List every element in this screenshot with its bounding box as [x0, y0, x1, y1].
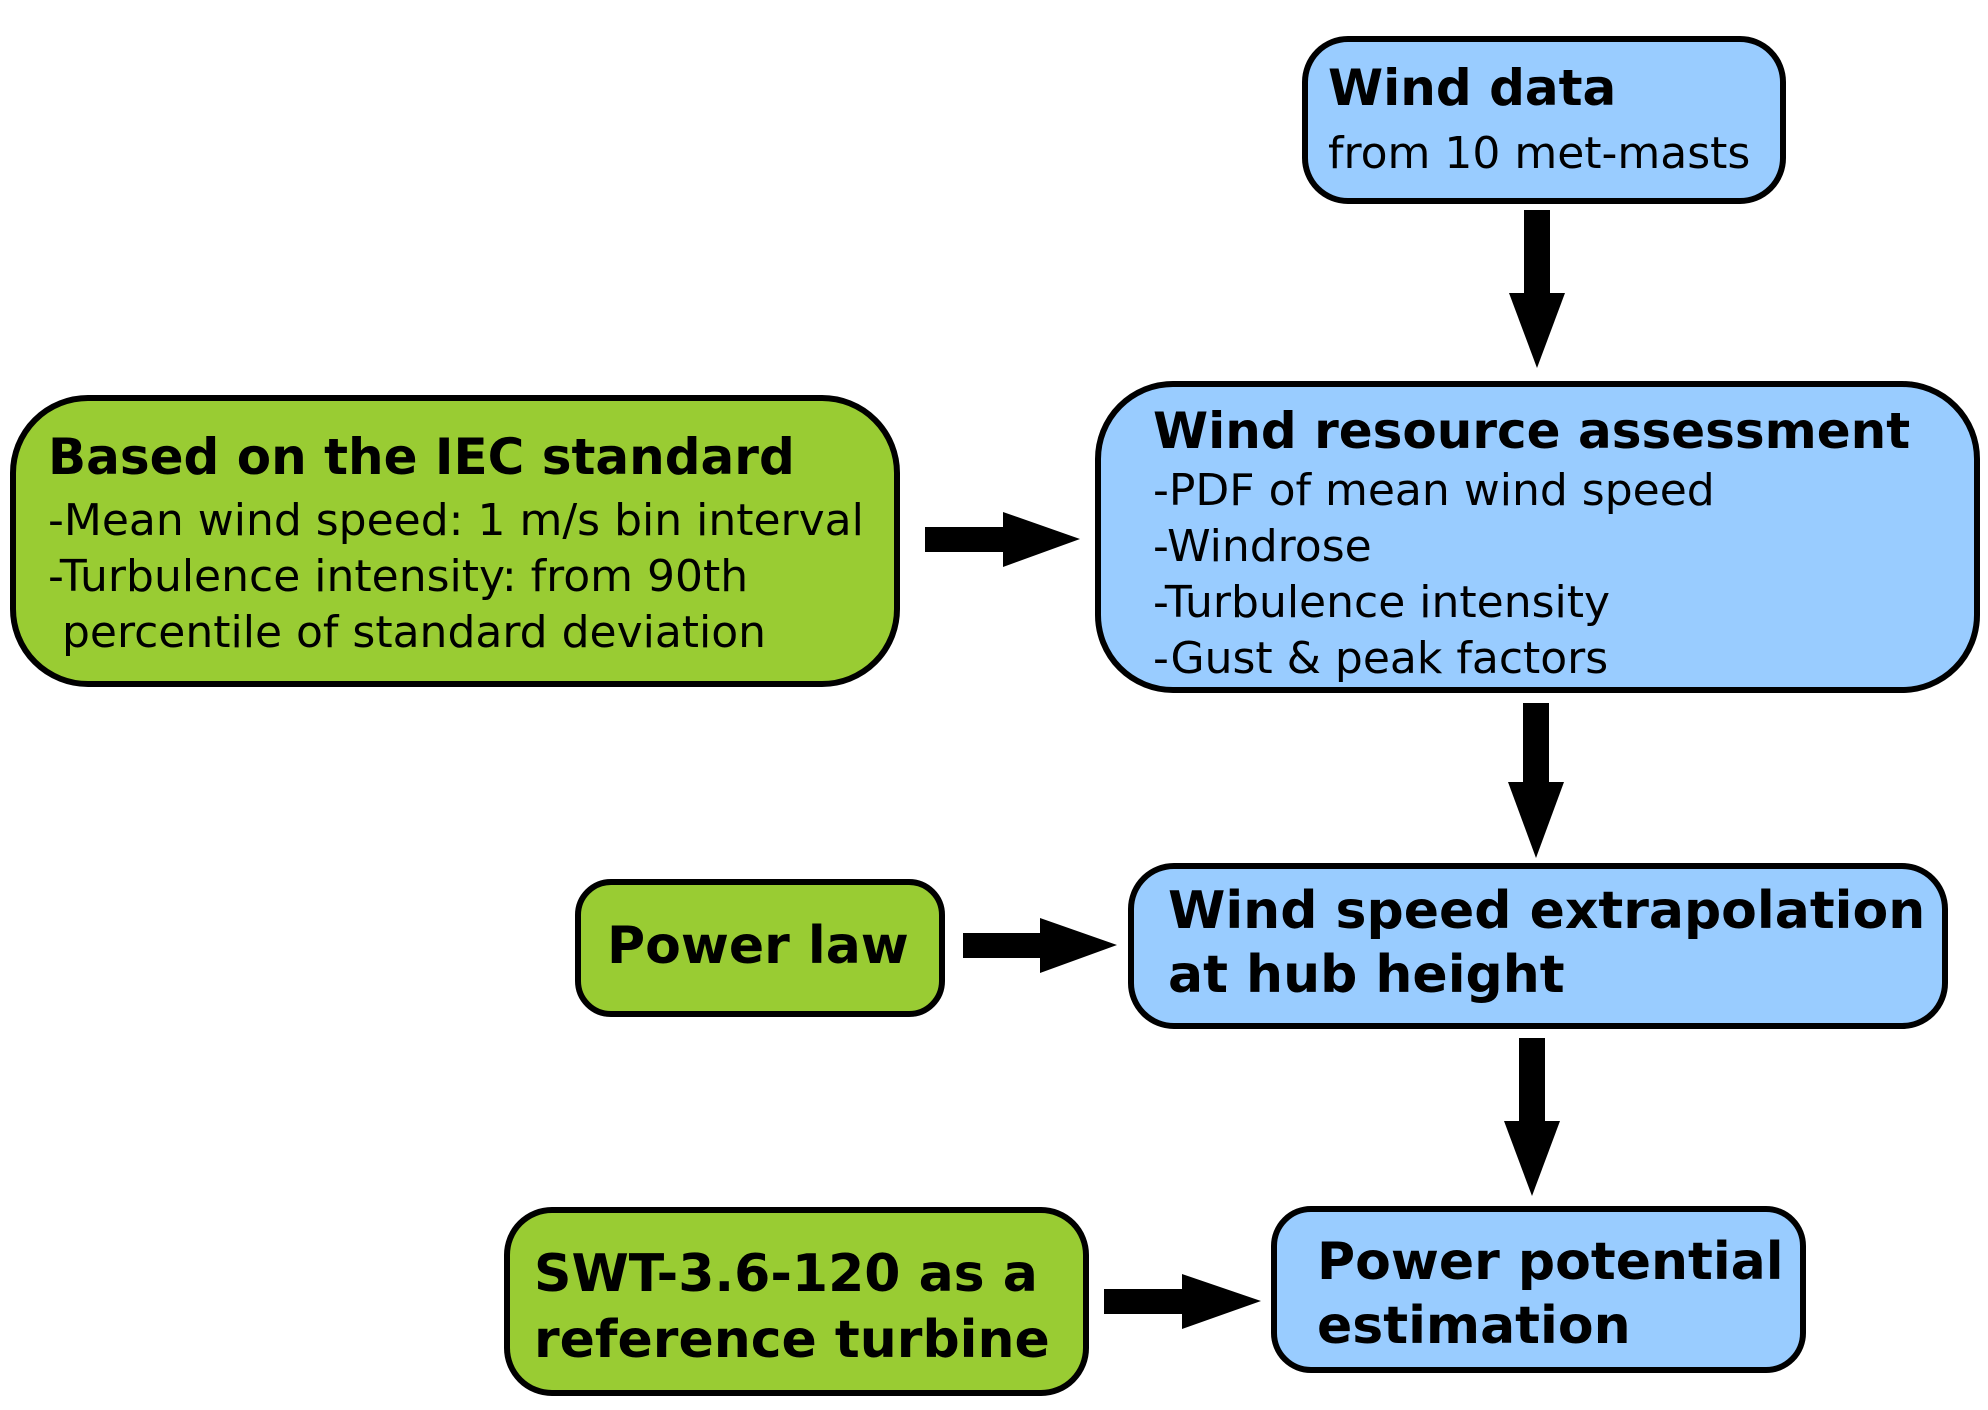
assessment-item-windrose: -Windrose [1153, 521, 1372, 572]
power-potential-title: Power potential estimation [1317, 1232, 1784, 1356]
extrapolation-node: Wind speed extrapolation at hub height [1128, 863, 1948, 1029]
arrow-power-law-to-extrapolation [963, 918, 1117, 973]
assessment-item-turbulence: -Turbulence intensity [1153, 577, 1611, 628]
wind-resource-assessment-title: Wind resource assessment [1153, 402, 1911, 460]
power-potential-node: Power potential estimation [1271, 1206, 1806, 1373]
iec-item-mean-wind-speed: -Mean wind speed: 1 m/s bin interval [48, 495, 864, 546]
arrow-turbine-to-power-potential [1104, 1274, 1261, 1329]
arrow-extrapolation-to-power-potential [1504, 1038, 1560, 1196]
arrow-wind-data-to-assessment [1509, 210, 1565, 368]
wind-resource-assessment-node: Wind resource assessment -PDF of mean wi… [1095, 381, 1980, 693]
iec-item-turbulence: -Turbulence intensity: from 90th [48, 551, 749, 602]
extrapolation-title: Wind speed extrapolation at hub height [1168, 881, 1926, 1005]
arrow-assessment-to-extrapolation [1508, 703, 1564, 858]
wind-data-subtitle: from 10 met-masts [1328, 128, 1751, 179]
power-law-title: Power law [607, 916, 909, 976]
arrow-iec-to-assessment [925, 512, 1080, 567]
iec-item-percentile: percentile of standard deviation [48, 607, 767, 658]
iec-standard-node: Based on the IEC standard -Mean wind spe… [10, 395, 900, 687]
iec-standard-title: Based on the IEC standard [48, 428, 795, 486]
reference-turbine-node: SWT-3.6-120 as a reference turbine [504, 1207, 1089, 1396]
assessment-item-pdf: -PDF of mean wind speed [1153, 465, 1715, 516]
power-law-node: Power law [575, 879, 945, 1017]
wind-data-node: Wind data from 10 met-masts [1302, 36, 1786, 204]
wind-data-title: Wind data [1328, 59, 1617, 117]
reference-turbine-title: SWT-3.6-120 as a reference turbine [534, 1244, 1050, 1370]
assessment-item-gust: -Gust & peak factors [1153, 633, 1609, 684]
